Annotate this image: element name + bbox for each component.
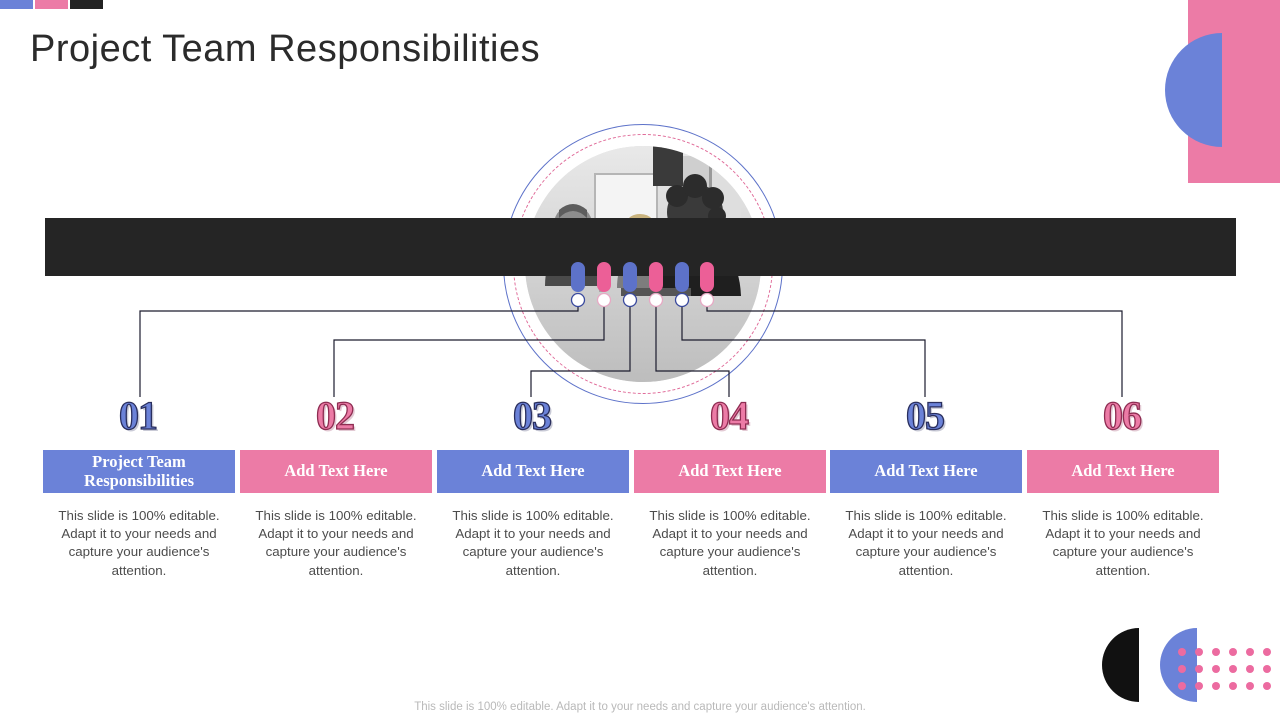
step-body-03: This slide is 100% editable. Adapt it to… [452, 508, 614, 578]
grid-dot [1212, 665, 1220, 673]
grid-dot [1195, 682, 1203, 690]
pill-marker-4 [649, 262, 663, 292]
step-label-04[interactable]: Add Text Here [634, 450, 826, 493]
swatch-pink [35, 0, 68, 9]
grid-dot [1229, 648, 1237, 656]
step-number-01: 01 [118, 393, 158, 438]
step-label-02[interactable]: Add Text Here [240, 450, 432, 493]
step-label-05[interactable]: Add Text Here [830, 450, 1022, 493]
grid-dot [1263, 648, 1271, 656]
step-body-01: This slide is 100% editable. Adapt it to… [58, 508, 220, 578]
step-label-06[interactable]: Add Text Here [1027, 450, 1219, 493]
step-body-04: This slide is 100% editable. Adapt it to… [649, 508, 811, 578]
pill-marker-3 [623, 262, 637, 292]
grid-dot [1263, 682, 1271, 690]
step-body-06: This slide is 100% editable. Adapt it to… [1042, 508, 1204, 578]
footer-note: This slide is 100% editable. Adapt it to… [414, 701, 866, 713]
page-title: Project Team Responsibilities [30, 28, 541, 70]
grid-dot [1246, 665, 1254, 673]
grid-dot [1178, 648, 1186, 656]
step-number-06: 06 [1102, 393, 1142, 438]
grid-dot [1263, 665, 1271, 673]
step-body-05: This slide is 100% editable. Adapt it to… [845, 508, 1007, 578]
pill-marker-2 [597, 262, 611, 292]
step-number-05: 05 [905, 393, 945, 438]
grid-dot [1195, 648, 1203, 656]
step-label-01[interactable]: Project Team Responsibilities [43, 450, 235, 493]
step-body-02: This slide is 100% editable. Adapt it to… [255, 508, 417, 578]
step-number-04: 04 [709, 393, 749, 438]
swatch-blue [0, 0, 33, 9]
grid-dot [1229, 682, 1237, 690]
dark-band [45, 218, 1236, 276]
bottom-right-half-circle-black [1102, 628, 1139, 702]
grid-dot [1178, 665, 1186, 673]
step-number-02: 02 [315, 393, 355, 438]
grid-dot [1212, 648, 1220, 656]
grid-dot [1195, 665, 1203, 673]
grid-dot [1229, 665, 1237, 673]
pill-marker-1 [571, 262, 585, 292]
top-right-half-circle-decor [1165, 33, 1222, 147]
grid-dot [1246, 682, 1254, 690]
grid-dot [1212, 682, 1220, 690]
step-label-03[interactable]: Add Text Here [437, 450, 629, 493]
pill-marker-6 [700, 262, 714, 292]
pill-marker-5 [675, 262, 689, 292]
step-number-03: 03 [512, 393, 552, 438]
swatch-dark [70, 0, 103, 9]
grid-dot [1246, 648, 1254, 656]
grid-dot [1178, 682, 1186, 690]
